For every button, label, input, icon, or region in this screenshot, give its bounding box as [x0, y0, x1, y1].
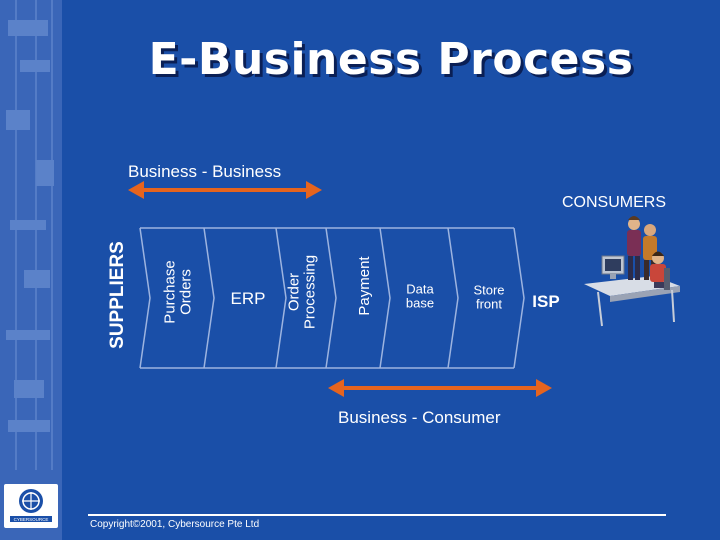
chevron-5	[379, 227, 391, 369]
stage-erp: ERP	[230, 289, 266, 308]
stage-isp: ISP	[532, 292, 560, 311]
stage-storefront: Store front	[473, 283, 504, 310]
chevron-4	[325, 227, 337, 369]
purchase-orders-line-2: Orders	[177, 269, 194, 315]
order-processing-line-2: Processing	[301, 254, 318, 330]
page-title: E-Business Process	[148, 34, 634, 85]
cybersource-logo: CYBERSOURCE	[4, 484, 58, 528]
consumers-label: CONSUMERS	[562, 194, 667, 211]
stage-order-processing: Order Processing	[285, 254, 318, 330]
b2b-double-arrow-icon	[128, 181, 322, 199]
chevron-3	[275, 227, 287, 369]
database-line-1: Data	[406, 281, 434, 297]
chevron-1	[139, 227, 151, 369]
storefront-line-2: front	[475, 296, 503, 311]
chevron-6	[447, 227, 459, 369]
people-at-computer-icon	[584, 216, 680, 327]
logo-wordmark: CYBERSOURCE	[14, 517, 49, 522]
left-sidebar-band: CYBERSOURCE	[0, 0, 62, 540]
payment-label: Payment	[356, 256, 374, 316]
suppliers-label: SUPPLIERS	[107, 241, 128, 349]
chevron-7	[513, 227, 525, 369]
business-to-consumer-label: Business - Consumer	[338, 408, 501, 427]
business-to-business-label: Business - Business	[128, 162, 282, 181]
footer-divider	[88, 514, 666, 516]
sidebar-pattern	[6, 0, 54, 470]
database-line-2: base	[405, 295, 435, 310]
stage-payment: Payment	[356, 256, 374, 316]
storefront-line-1: Store	[473, 282, 505, 298]
chevron-2	[203, 227, 215, 369]
cybersource-logo-icon: CYBERSOURCE	[10, 489, 52, 522]
order-processing-line-1: Order	[285, 272, 303, 312]
purchase-orders-line-1: Purchase	[161, 260, 179, 324]
stage-database: Data base	[406, 282, 434, 309]
stage-purchase-orders: Purchase Orders	[161, 260, 194, 324]
copyright-text: Copyright©2001, Cybersource Pte Ltd	[90, 519, 260, 530]
b2c-double-arrow-icon	[328, 379, 552, 397]
